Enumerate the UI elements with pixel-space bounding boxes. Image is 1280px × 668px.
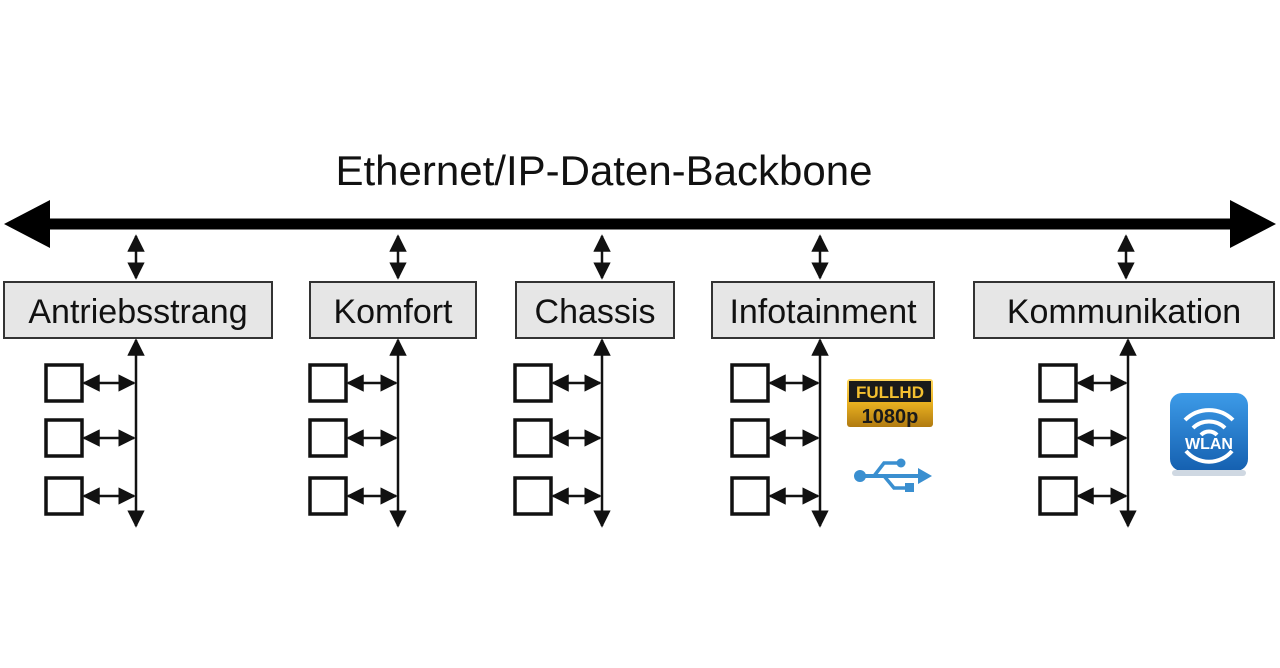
domain-label: Infotainment (729, 293, 917, 331)
domain-label: Kommunikation (1007, 293, 1241, 331)
domain-box (711, 281, 935, 339)
domain-label: Komfort (333, 293, 453, 331)
domain-label: Chassis (535, 293, 656, 331)
fullhd-label: FULLHD (856, 383, 924, 402)
ecu-box (308, 418, 348, 458)
ecu-box (1038, 363, 1078, 403)
domain-box (309, 281, 477, 339)
domain-group-komfort: Komfort (308, 234, 477, 528)
ecu-box (513, 418, 553, 458)
diagram-title: Ethernet/IP-Daten-Backbone (336, 147, 873, 194)
domain-group-antriebsstrang: Antriebsstrang (3, 234, 273, 528)
wlan-label: WLAN (1185, 436, 1233, 453)
ecu-box (44, 363, 84, 403)
ecu-box (44, 476, 84, 516)
domain-group-infotainment: Infotainment (711, 234, 935, 528)
domain-box (973, 281, 1275, 339)
ecu-box (1038, 476, 1078, 516)
domain-group-kommunikation: Kommunikation (973, 234, 1275, 528)
backbone-arrow (4, 200, 1276, 248)
ecu-box (1038, 418, 1078, 458)
resolution-label: 1080p (862, 406, 919, 428)
ecu-box (513, 363, 553, 403)
domain-group-chassis: Chassis (513, 234, 675, 528)
wlan-icon: WLAN (1170, 393, 1248, 476)
usb-icon (854, 458, 932, 492)
ecu-box (730, 476, 770, 516)
domain-label: Antriebsstrang (28, 293, 247, 331)
ecu-box (513, 476, 553, 516)
ecu-box (308, 363, 348, 403)
ecu-box (44, 418, 84, 458)
ecu-box (730, 363, 770, 403)
domain-box (515, 281, 675, 339)
fullhd-1080p-icon: FULLHD 1080p (847, 379, 933, 428)
ecu-box (308, 476, 348, 516)
domain-box (3, 281, 273, 339)
ecu-box (730, 418, 770, 458)
